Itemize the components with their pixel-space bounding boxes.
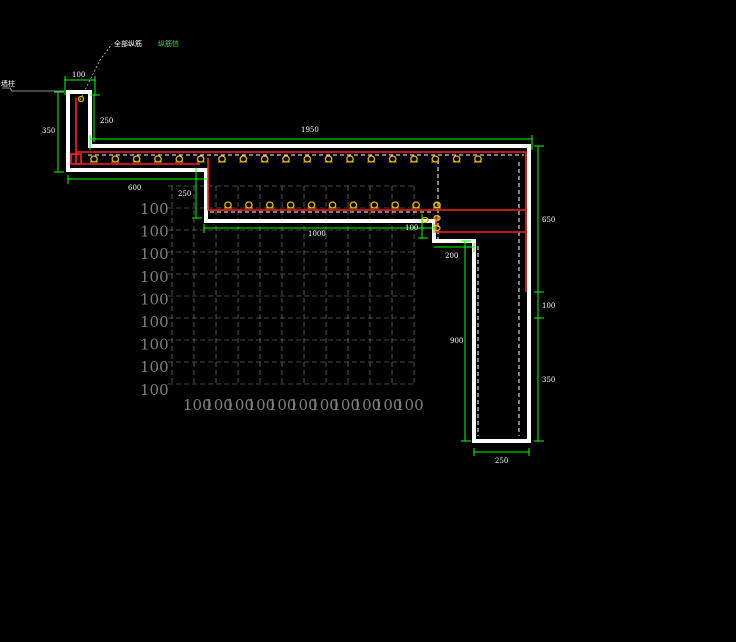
grid-col-label: 100	[374, 396, 403, 414]
rebar-left-vertical	[75, 98, 200, 165]
stirrup-mark	[196, 155, 205, 163]
stirrup-mark	[307, 201, 316, 209]
rebar-lower-line	[435, 216, 526, 233]
stirrup-mark	[282, 155, 290, 163]
dim-top-run: 1950	[301, 126, 319, 134]
wall-outer-path	[66, 90, 531, 443]
dim-right-lower: 350	[542, 376, 555, 384]
grid-labels: 1001001001001001001001001001001001001001…	[140, 200, 424, 414]
stirrup-mark	[218, 155, 226, 163]
main-rebars	[70, 98, 527, 292]
dim-mid-run: 1000	[308, 230, 326, 238]
grid-col-label: 100	[331, 396, 360, 414]
grid-row-label: 100	[140, 223, 169, 241]
grid-row-label: 100	[140, 268, 169, 286]
stirrup-mark	[90, 155, 98, 163]
leader	[2, 43, 113, 101]
stirrup-mark	[388, 155, 397, 163]
dim-left-height: 350	[42, 127, 55, 135]
leader-note: 纵筋信	[158, 39, 179, 48]
stirrups-mid-row	[224, 201, 441, 209]
stirrup-mark	[111, 155, 120, 163]
dim-step-small: 100	[405, 224, 418, 232]
stirrup-mark	[239, 155, 248, 163]
stirrup-mark	[154, 155, 162, 163]
dimension-lines	[54, 76, 544, 456]
grid-row-label: 100	[140, 290, 169, 308]
dim-step-top: 250	[100, 117, 113, 125]
stirrup-mark	[260, 155, 269, 163]
dim-bottom-width: 250	[495, 457, 508, 465]
grid-col-label: 100	[225, 396, 254, 414]
stirrup-mark	[367, 155, 376, 163]
grid-col-label: 100	[353, 396, 382, 414]
dim-right-upper: 650	[542, 216, 555, 224]
grid-row-label: 100	[140, 381, 169, 399]
rebar-corner-box	[70, 153, 82, 165]
grid-col-label: 100	[183, 396, 212, 414]
grid-col-label: 100	[289, 396, 318, 414]
grid-col-label: 100	[395, 396, 424, 414]
rebar-top-line	[76, 151, 527, 292]
wall-outline	[66, 90, 531, 443]
stirrup-mark	[175, 155, 184, 163]
dim-vertical-leg: 900	[450, 337, 463, 345]
stirrups-column	[77, 95, 441, 232]
stirrup-mark	[286, 201, 295, 209]
stirrup-mark	[410, 155, 418, 163]
dim-right-mid: 100	[542, 302, 555, 310]
stirrup-mark	[452, 155, 461, 163]
stirrup-mark	[245, 201, 253, 209]
stirrups-top-row	[90, 155, 482, 163]
grid-row-label: 100	[140, 245, 169, 263]
stirrup-mark	[303, 155, 312, 163]
stirrup-mark	[474, 155, 482, 163]
stirrup-mark	[346, 155, 354, 163]
grid-row-label: 100	[140, 200, 169, 218]
stirrup-mark	[431, 155, 440, 163]
side-mark: 墙柱	[1, 79, 15, 88]
stirrup-mark	[132, 155, 141, 163]
grid-col-label: 100	[268, 396, 297, 414]
dim-step-mid: 250	[178, 190, 191, 198]
leader-text: 全部纵筋	[114, 39, 142, 48]
stirrup-mark	[370, 201, 379, 209]
dim-lower-left: 600	[128, 184, 141, 192]
grid-row-label: 100	[140, 313, 169, 331]
grid-col-label: 100	[310, 396, 339, 414]
dim-step-lower: 200	[445, 252, 458, 260]
side-leader	[2, 87, 64, 92]
grid-row-label: 100	[140, 358, 169, 376]
grid-col-label: 100	[204, 396, 233, 414]
inner-dashed-lines	[88, 154, 524, 436]
stirrup-mark	[391, 201, 400, 209]
stirrup-mark	[324, 155, 333, 163]
stirrup-mark	[224, 201, 232, 209]
grid-col-label: 100	[247, 396, 276, 414]
rebar-step-down	[207, 158, 526, 211]
stirrup-mark	[349, 201, 358, 209]
dim-top-width: 100	[72, 71, 85, 79]
stirrup-mark	[265, 201, 274, 209]
stirrup-mark	[328, 201, 337, 209]
grid-row-label: 100	[140, 336, 169, 354]
leader-line	[79, 43, 113, 101]
